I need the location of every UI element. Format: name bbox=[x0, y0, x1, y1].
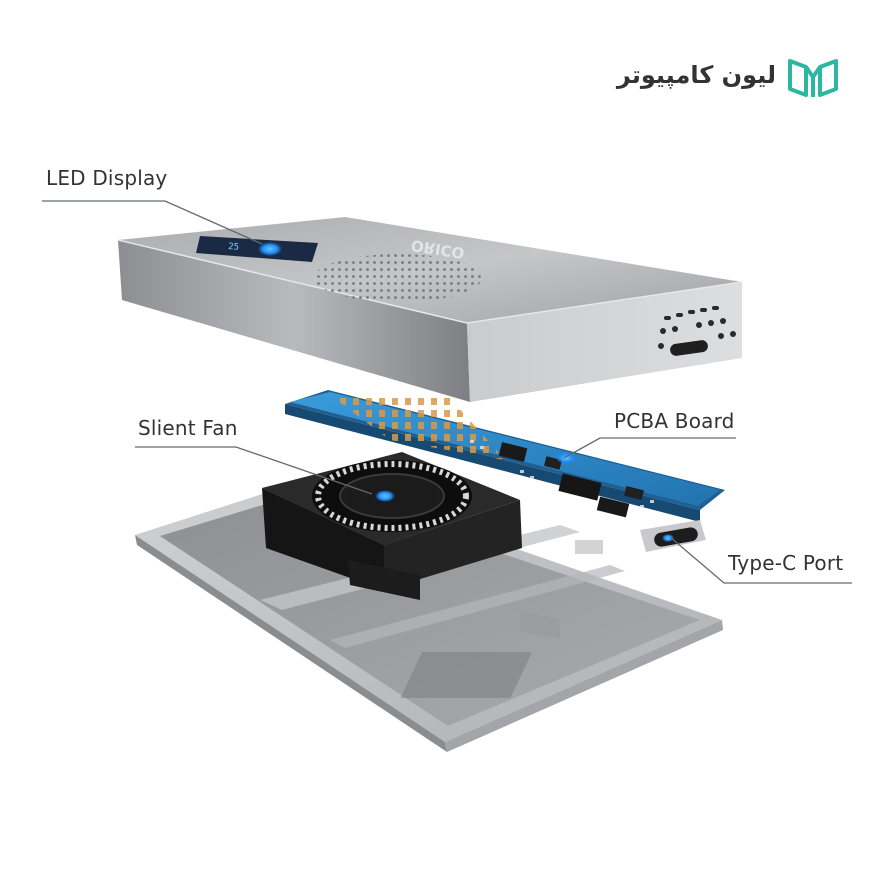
fan-hub-glow bbox=[375, 490, 395, 502]
silent-fan bbox=[262, 452, 522, 600]
led-indicator-glow bbox=[258, 242, 282, 256]
pcba-board-line bbox=[563, 437, 736, 459]
brand-mark-icon bbox=[788, 59, 838, 97]
led-display-window bbox=[196, 236, 318, 262]
silent-fan-label: Slient Fan bbox=[138, 416, 238, 440]
brand-name: لیون کامپیوتر bbox=[616, 61, 776, 89]
type-c-port-line bbox=[669, 536, 852, 584]
end-vent-holes bbox=[658, 306, 736, 349]
pcba-board-label: PCBA Board bbox=[614, 409, 735, 433]
brand-logo: لیون کامپیوتر bbox=[600, 55, 850, 101]
silent-fan-line bbox=[135, 446, 373, 495]
type-c-opening bbox=[670, 340, 708, 356]
led-display-line bbox=[42, 200, 263, 245]
pcba-indicator-glow bbox=[556, 452, 576, 464]
led-display-label: LED Display bbox=[46, 166, 168, 190]
top-enclosure: 25 ORICO bbox=[117, 217, 743, 402]
svg-text:25: 25 bbox=[228, 242, 240, 253]
pcba-board bbox=[285, 390, 725, 639]
type-c-port-label: Type-C Port bbox=[728, 551, 844, 575]
vent-grill bbox=[314, 254, 482, 302]
callout-lines bbox=[42, 200, 852, 584]
